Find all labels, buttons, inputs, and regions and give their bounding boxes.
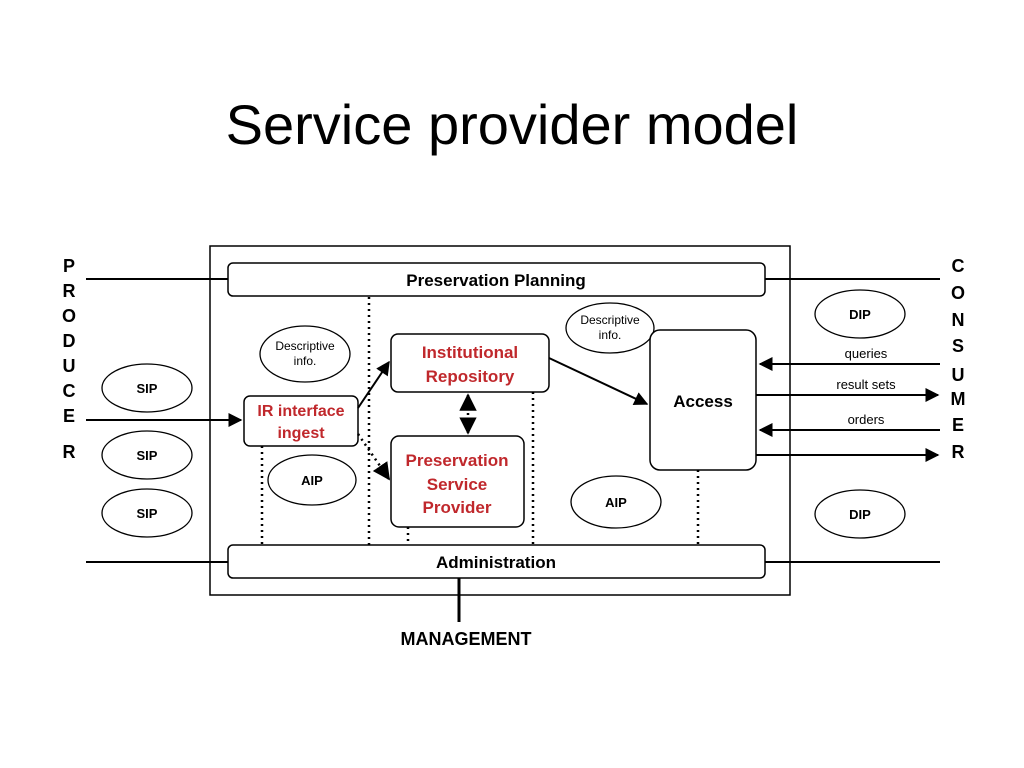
consumer-letter: U [952, 365, 965, 385]
institutional-repository-label: Repository [426, 367, 515, 386]
ir-interface-ingest-box [243, 395, 359, 447]
consumer-letter: E [952, 415, 964, 435]
orders-label: orders [848, 412, 885, 427]
producer-letter: C [63, 381, 76, 401]
producer-letter: E [63, 406, 75, 426]
result-sets-label: result sets [836, 377, 896, 392]
preservation-service-provider-label: Preservation [406, 451, 509, 470]
preservation-service-provider-label: Provider [423, 498, 492, 517]
preservation-planning-label: Preservation Planning [406, 271, 586, 290]
consumer-letter: O [951, 283, 965, 303]
consumer-letter: S [952, 336, 964, 356]
consumer-letter: M [951, 389, 966, 409]
aip-ellipse [570, 475, 662, 529]
producer-label: P R O D U C E R [62, 256, 76, 462]
sip-label: SIP [137, 448, 158, 463]
slide-title: Service provider model [225, 93, 799, 156]
producer-letter: O [62, 306, 76, 326]
consumer-letter: C [952, 256, 965, 276]
producer-letter: P [63, 256, 75, 276]
producer-letter: U [63, 356, 76, 376]
repository-to-access-arrow [548, 357, 649, 405]
access-box [649, 329, 757, 471]
sip-ellipse [101, 363, 193, 413]
consumer-letter: N [952, 310, 965, 330]
sip-label: SIP [137, 506, 158, 521]
institutional-repository-label: Institutional [422, 343, 518, 362]
descriptive-info-ellipse [259, 325, 351, 383]
dip-ellipse [814, 289, 906, 339]
descriptive-info-label: info. [294, 354, 317, 368]
producer-letter: D [63, 331, 76, 351]
producer-letter: R [63, 281, 76, 301]
dip-label: DIP [849, 307, 871, 322]
descriptive-info-label: Descriptive [580, 313, 640, 327]
descriptive-info-label: info. [599, 328, 622, 342]
producer-letter: R [63, 442, 76, 462]
administration-box [227, 544, 766, 579]
aip-label: AIP [605, 495, 627, 510]
preservation-planning-box [227, 262, 766, 297]
dip-label: DIP [849, 507, 871, 522]
sip-ellipse [101, 430, 193, 480]
ingest-to-repository-arrow [357, 360, 390, 409]
preservation-service-provider-box [390, 435, 525, 528]
consumer-letter: R [952, 442, 965, 462]
sip-ellipse [101, 488, 193, 538]
institutional-repository-box [390, 333, 550, 393]
consumer-label: C O N S U M E R [951, 256, 966, 462]
preservation-service-provider-label: Service [427, 475, 488, 494]
access-label: Access [673, 392, 733, 411]
sip-label: SIP [137, 381, 158, 396]
ir-interface-ingest-label: IR interface [257, 403, 344, 420]
management-label: MANAGEMENT [401, 629, 532, 649]
aip-label: AIP [301, 473, 323, 488]
queries-label: queries [845, 346, 888, 361]
ir-interface-ingest-label: ingest [277, 425, 325, 442]
dip-ellipse [814, 489, 906, 539]
administration-label: Administration [436, 553, 556, 572]
aip-ellipse [267, 454, 357, 506]
descriptive-info-label: Descriptive [275, 339, 335, 353]
descriptive-info-ellipse [565, 302, 655, 354]
